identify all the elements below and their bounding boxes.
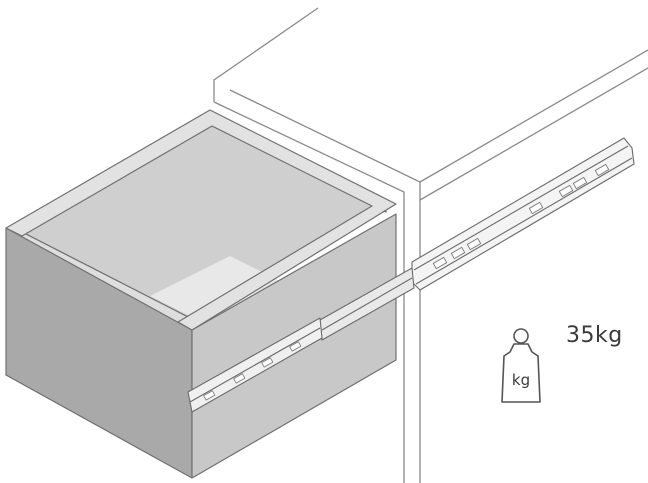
kg-weight-label: kg (512, 371, 530, 389)
rail-mounting-slots (432, 163, 610, 270)
drawer-slide-rail (187, 137, 635, 413)
cabinet-outline (213, 7, 648, 483)
drawer-top-rim (5, 109, 397, 331)
rail-inner-slots (203, 341, 302, 401)
kg-weight-icon: kg (501, 328, 541, 403)
load-capacity-label: 35kg (566, 323, 623, 348)
drawer-box (5, 109, 397, 479)
